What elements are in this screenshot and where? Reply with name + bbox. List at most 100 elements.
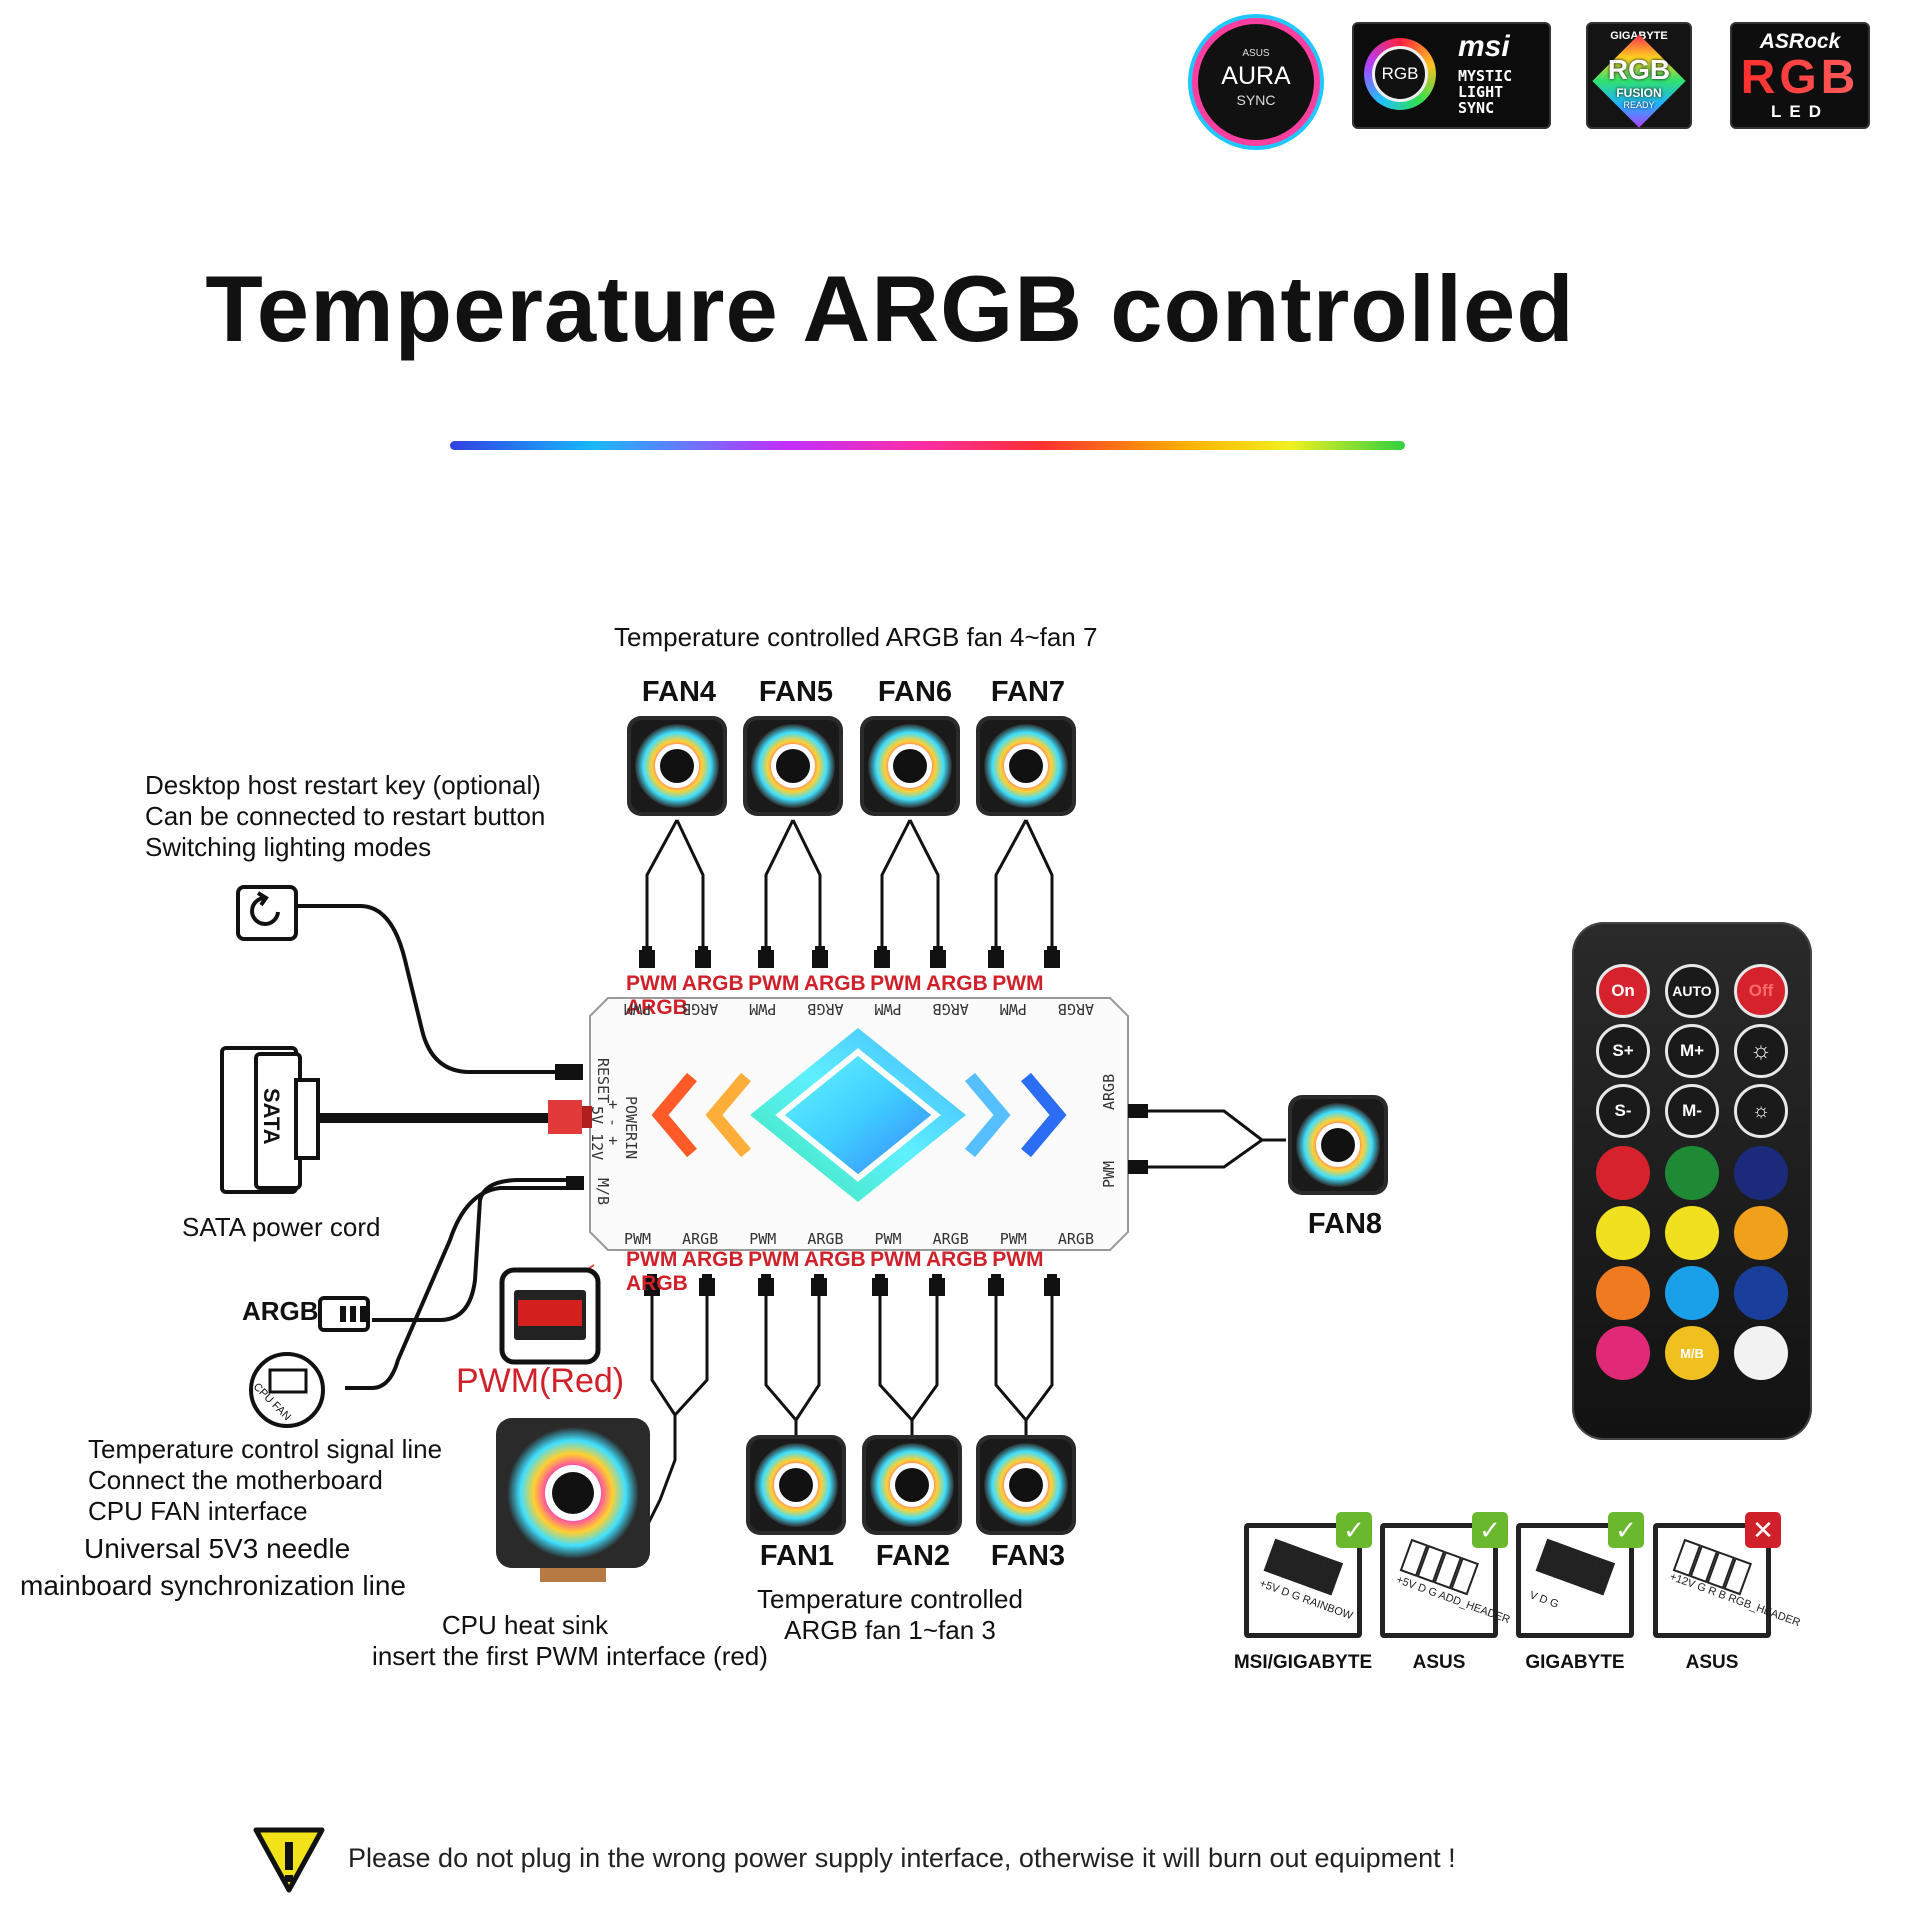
port-argb-label: ARGB <box>681 972 744 995</box>
brightness-up-icon[interactable]: ☼ <box>1734 1024 1788 1078</box>
msi-mystic-text: MYSTIC LIGHT SYNC <box>1458 68 1512 116</box>
asrock-rgb-led-logo: ASRock RGB LED <box>1730 22 1870 129</box>
hub-print-pwm: PWM <box>624 1000 652 1018</box>
remote-color-button[interactable] <box>1665 1146 1719 1200</box>
hub-print-argb: ARGB <box>807 1000 844 1018</box>
cross-icon: ✕ <box>1745 1512 1781 1548</box>
asrock-rgb-text: RGB <box>1732 50 1868 105</box>
bottom-fans-line1: Temperature controlled <box>757 1584 1023 1614</box>
remote-off-button[interactable]: Off <box>1734 964 1788 1018</box>
page-title: Temperature ARGB controlled <box>205 256 1575 361</box>
sata-plug-text: SATA <box>259 1088 284 1145</box>
port-argb-label: ARGB <box>626 1272 688 1295</box>
port-argb-label: ARGB <box>803 972 866 995</box>
hub-print-pwm: PWM <box>874 1000 902 1018</box>
asus-aura-sync-logo: ASUS AURA SYNC <box>1198 24 1314 140</box>
hub-print-pwm: PWM <box>999 1000 1027 1018</box>
fan7-label: FAN7 <box>990 676 1066 708</box>
remote-color-button[interactable] <box>1734 1206 1788 1260</box>
signal-line1: Temperature control signal line <box>88 1434 443 1464</box>
msi-rgb-text: RGB <box>1372 46 1428 102</box>
hub-powerin-print: POWERIN <box>622 1096 640 1160</box>
restart-line1: Desktop host restart key (optional) <box>145 770 541 800</box>
header-card: V D G <box>1516 1523 1634 1638</box>
header-card-label: ASUS <box>1685 1652 1739 1673</box>
port-pwm-label: PWM <box>870 1248 922 1271</box>
fan2-label: FAN2 <box>875 1540 951 1572</box>
hub-print-pwm: PWM <box>999 1230 1027 1248</box>
header-card-label: GIGABYTE <box>1525 1652 1625 1673</box>
port-pwm-label: PWM <box>992 1248 1044 1271</box>
restart-line2: Can be connected to restart button <box>145 801 546 831</box>
remote-color-button[interactable] <box>1734 1266 1788 1320</box>
remote-control: On AUTO Off S+ M+ ☼ S- M- ☼ M/B <box>1572 922 1812 1440</box>
remote-color-button[interactable] <box>1596 1326 1650 1380</box>
hub-print-argb: ARGB <box>1057 1000 1094 1018</box>
port-pwm-label: PWM <box>626 1248 678 1271</box>
gigabyte-rgb-fusion-logo: GIGABYTE RGB FUSION READY <box>1586 22 1692 129</box>
asus-brand: ASUS <box>1242 48 1270 59</box>
fan5-label: FAN5 <box>758 676 834 708</box>
hub-print-pwm: PWM <box>749 1230 777 1248</box>
hub-print-argb: ARGB <box>932 1230 969 1248</box>
warning-icon <box>253 1827 325 1893</box>
universal-line2: mainboard synchronization line <box>20 1570 406 1601</box>
remote-color-button[interactable] <box>1596 1206 1650 1260</box>
warning-text: Please do not plug in the wrong power su… <box>348 1843 1456 1873</box>
hub-print-argb: ARGB <box>807 1230 844 1248</box>
gigabyte-fusion-text: FUSION <box>1616 86 1662 100</box>
port-pwm-label: PWM <box>992 972 1044 995</box>
remote-mode-prev-button[interactable]: M- <box>1665 1084 1719 1138</box>
gigabyte-ready-text: READY <box>1623 100 1655 110</box>
fan4-label: FAN4 <box>641 676 717 708</box>
remote-mb-button[interactable]: M/B <box>1665 1326 1719 1380</box>
remote-speed-down-button[interactable]: S- <box>1596 1084 1650 1138</box>
hub-print-pwm: PWM <box>624 1230 652 1248</box>
restart-key-caption: Desktop host restart key (optional) Can … <box>145 770 545 863</box>
port-pwm-label: PWM <box>626 972 678 995</box>
msi-brand: msi <box>1458 30 1510 63</box>
hub-mb-print: M/B <box>594 1178 612 1206</box>
remote-color-button[interactable] <box>1665 1206 1719 1260</box>
remote-mode-next-button[interactable]: M+ <box>1665 1024 1719 1078</box>
signal-line2: Connect the motherboard <box>88 1465 383 1495</box>
argb-caption: ARGB <box>242 1296 319 1326</box>
remote-on-button[interactable]: On <box>1596 964 1650 1018</box>
sata-connector <box>220 1046 320 1194</box>
check-icon: ✓ <box>1472 1512 1508 1548</box>
port-pwm-label: PWM <box>870 972 922 995</box>
remote-color-button[interactable] <box>1596 1266 1650 1320</box>
cpu-sink-line2: insert the first PWM interface (red) <box>372 1641 768 1671</box>
sata-caption: SATA power cord <box>182 1212 381 1242</box>
hub-volts-print: 5V 12V <box>588 1106 606 1161</box>
fan8-wiring <box>1128 1095 1388 1195</box>
gigabyte-rgb-text: RGB <box>1607 54 1671 85</box>
remote-speed-up-button[interactable]: S+ <box>1596 1024 1650 1078</box>
port-pwm-label: PWM <box>748 1248 800 1271</box>
fan6-label: FAN6 <box>877 676 953 708</box>
sync-text: SYNC <box>1236 92 1276 108</box>
left-cables <box>236 885 601 1428</box>
bottom-port-labels: PWM ARGB PWM ARGB PWM ARGB PWM ARGB <box>626 1248 1086 1296</box>
fan3-label: FAN3 <box>990 1540 1066 1572</box>
top-fans-caption: Temperature controlled ARGB fan 4~fan 7 <box>614 622 1098 652</box>
fan8-label: FAN8 <box>1307 1208 1383 1240</box>
remote-auto-button[interactable]: AUTO <box>1665 964 1719 1018</box>
top-port-labels: PWM ARGB PWM ARGB PWM ARGB PWM ARGB <box>626 972 1086 1020</box>
remote-color-button[interactable] <box>1665 1266 1719 1320</box>
cpu-sink-line1: CPU heat sink <box>441 1610 609 1640</box>
header-card-label: ASUS <box>1412 1652 1466 1673</box>
hub-side-pwm-print: PWM <box>1100 1160 1118 1188</box>
top-fan-wiring <box>627 716 1076 968</box>
port-argb-label: ARGB <box>681 1248 744 1271</box>
hub-print-pwm: PWM <box>749 1000 777 1018</box>
asrock-brand: ASRock <box>1759 30 1841 53</box>
hub-print-argb: ARGB <box>1057 1230 1094 1248</box>
remote-color-button[interactable] <box>1596 1146 1650 1200</box>
remote-color-button[interactable] <box>1734 1326 1788 1380</box>
port-argb-label: ARGB <box>626 996 688 1019</box>
signal-line3: CPU FAN interface <box>88 1496 308 1526</box>
brightness-down-icon[interactable]: ☼ <box>1734 1084 1788 1138</box>
remote-color-button[interactable] <box>1734 1146 1788 1200</box>
